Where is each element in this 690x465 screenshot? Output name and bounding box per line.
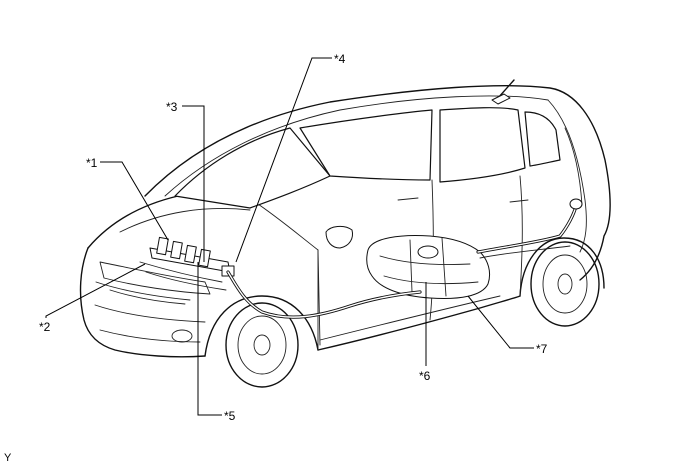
label-2: *2 [39,320,51,334]
vehicle-body [79,84,611,388]
leader-lines [45,57,534,416]
label-5: *5 [224,409,236,423]
injector-3 [184,244,197,264]
front-door-window [299,109,433,181]
leader-7 [467,295,534,349]
fuel-filler-cap [569,198,583,210]
rear-quarter-window [524,111,561,167]
label-6: *6 [419,369,431,383]
rear-door-window [439,107,526,183]
callout-labels: *1 *2 *3 *4 *5 *6 *7 [39,52,548,423]
rear-door-handle [509,199,529,203]
leader-1 [100,161,169,241]
leader-4 [235,57,332,263]
corner-mark: Y [4,452,12,464]
label-7: *7 [536,342,548,356]
fuel-tank [366,235,491,299]
label-1: *1 [86,156,98,170]
label-3: *3 [166,100,178,114]
leader-2 [45,263,146,318]
vehicle-windows [174,107,561,209]
leader-5 [197,262,222,416]
label-4: *4 [334,52,346,66]
leader-3 [182,105,205,262]
injector-2 [170,240,183,260]
front-door-handle [397,197,419,201]
injector-1 [156,236,169,256]
fuel-lines [226,198,583,319]
engine-bay-components [139,236,235,291]
roof-antenna [491,79,515,105]
windshield [174,127,331,209]
side-mirror [325,225,353,249]
fuel-pump-assembly [417,245,439,259]
